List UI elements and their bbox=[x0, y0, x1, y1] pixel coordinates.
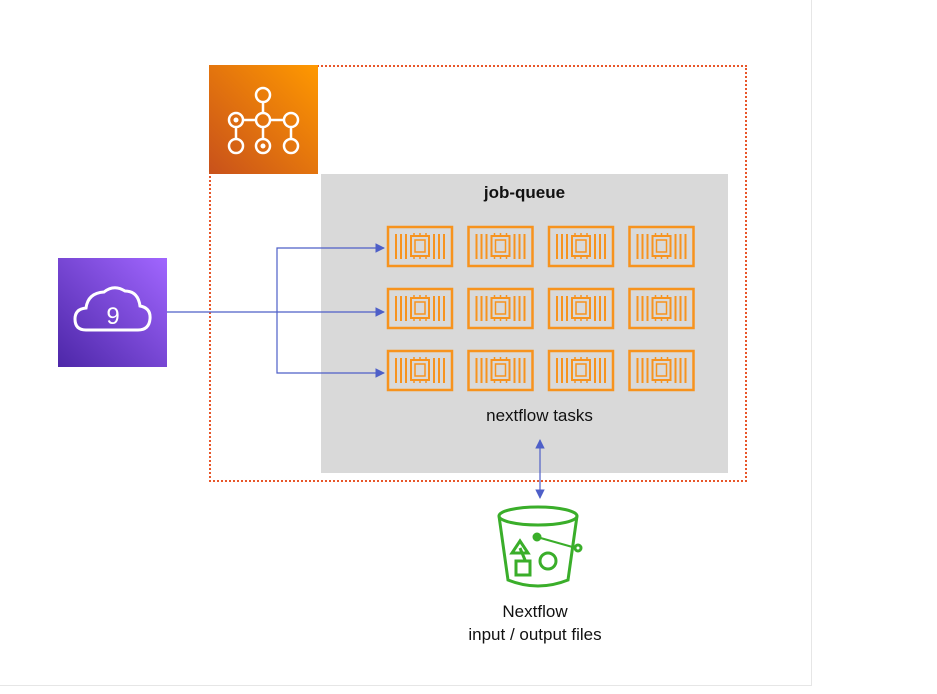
diagram-canvas bbox=[0, 0, 812, 686]
s3-bucket-icon bbox=[497, 505, 583, 588]
nextflow-task-grid bbox=[386, 225, 695, 392]
ec2-instance-icon bbox=[547, 225, 615, 268]
connector-row-3 bbox=[276, 312, 385, 378]
ec2-instance-icon bbox=[628, 287, 695, 330]
ec2-instance-icon bbox=[386, 225, 454, 268]
storage-caption-line2: input / output files bbox=[468, 625, 602, 644]
job-queue-title: job-queue bbox=[483, 183, 566, 202]
ec2-instance-icon bbox=[386, 287, 454, 330]
ec2-instance-icon bbox=[467, 287, 534, 330]
nextflow-tasks-label: nextflow tasks bbox=[486, 406, 593, 425]
aws-batch-icon bbox=[209, 65, 318, 174]
ec2-instance-icon bbox=[547, 287, 615, 330]
ec2-instance-icon bbox=[628, 349, 695, 392]
ec2-instance-icon bbox=[547, 349, 615, 392]
ec2-instance-icon bbox=[467, 225, 534, 268]
aws-cloud9-icon: 9 bbox=[58, 258, 167, 367]
batch-environment-boundary bbox=[209, 65, 747, 482]
cloud9-glyph: 9 bbox=[106, 303, 119, 330]
ec2-instance-icon bbox=[467, 349, 534, 392]
storage-caption: Nextflow input / output files bbox=[420, 600, 650, 646]
storage-caption-line1: Nextflow bbox=[502, 602, 568, 621]
connector-row-1 bbox=[276, 243, 385, 312]
ec2-instance-icon bbox=[386, 349, 454, 392]
ec2-instance-icon bbox=[628, 225, 695, 268]
